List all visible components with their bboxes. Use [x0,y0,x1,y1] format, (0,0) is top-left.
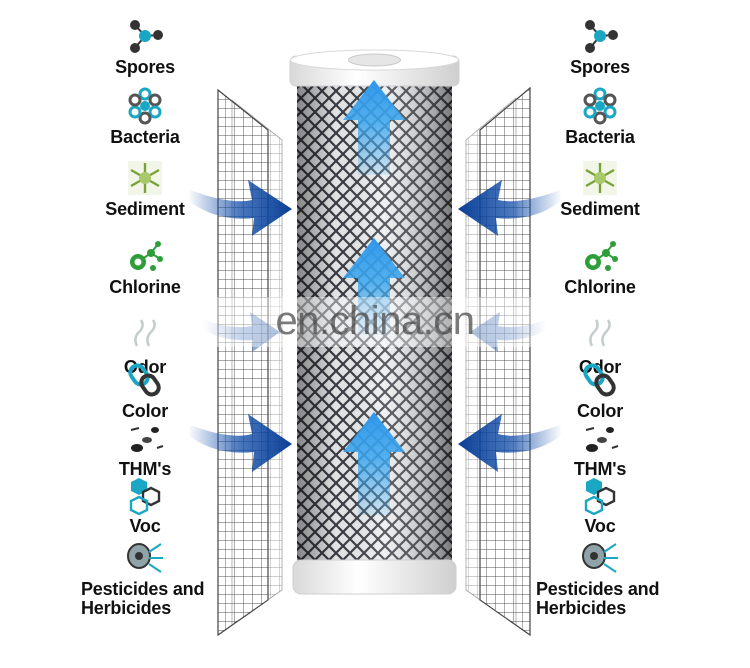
contaminant-item: Voc [55,475,235,536]
contaminant-label: THM's [118,459,172,479]
thm-particles-icon [130,427,164,452]
inflow-arrows-left [188,180,292,472]
contaminant-item: Spores [510,16,690,77]
voc-hexagons-icon [129,478,161,515]
contaminant-label: Spores [570,57,630,77]
color-chain-icon [128,363,161,397]
watermark-band: en.china.cn [0,297,750,347]
contaminant-label: Sediment [560,199,640,219]
contaminant-label: Chlorine [564,277,636,297]
contaminant-item: Chlorine [510,236,690,297]
voc-hexagons-icon [584,478,616,515]
contaminant-item: Sediment [55,158,235,219]
contaminant-item: Chlorine [55,236,235,297]
contaminant-label: THM's [573,459,627,479]
contaminant-list-left: Spores Bacteria Sediment [55,0,235,668]
contaminant-item: Odor [510,316,690,377]
sediment-crystal-icon [128,161,162,195]
contaminant-item: THM's [55,418,235,479]
chlorine-molecule-icon [130,241,163,271]
contaminant-label: Sediment [105,199,185,219]
odor-icon [589,319,611,347]
upward-flow-arrows [343,80,405,515]
bacteria-ring-icon [128,87,162,125]
spores-molecule-icon [130,20,163,53]
contaminant-label: Color [122,401,168,421]
contaminant-label: Odor [123,357,167,377]
contaminant-label: Chlorine [109,277,181,297]
contaminant-label: Color [577,401,623,421]
inflow-arrows-right [458,180,562,472]
chlorine-molecule-icon [585,241,618,271]
contaminant-item: Voc [510,475,690,536]
contaminant-item: Spores [55,16,235,77]
pesticide-cell-icon [127,543,163,573]
contaminant-item: Color [510,360,690,421]
contaminant-item: Odor [55,316,235,377]
contaminant-item: Pesticides and Herbicides [55,538,235,618]
contaminant-label: Bacteria [565,127,635,147]
color-chain-icon [583,363,616,397]
spores-molecule-icon [585,20,618,53]
pesticide-cell-icon [582,543,618,573]
bacteria-ring-icon [583,87,617,125]
contaminant-label: Voc [584,516,616,536]
sediment-crystal-icon [583,161,617,195]
contaminant-item: THM's [510,418,690,479]
watermark-text: en.china.cn [275,299,475,343]
contaminant-label: Bacteria [110,127,180,147]
contaminant-list-right: Spores Bacteria Sediment [510,0,690,668]
contaminant-item: Color [55,360,235,421]
contaminant-item: Bacteria [510,86,690,147]
contaminant-item: Bacteria [55,86,235,147]
contaminant-item: Sediment [510,158,690,219]
thm-particles-icon [585,427,619,452]
contaminant-label: Odor [578,357,622,377]
contaminant-label: Voc [129,516,161,536]
contaminant-label: Pesticides and Herbicides [81,579,205,618]
contaminant-label: Spores [115,57,175,77]
odor-icon [134,319,156,347]
contaminant-item: Pesticides and Herbicides [510,538,690,618]
contaminant-label: Pesticides and Herbicides [536,579,660,618]
